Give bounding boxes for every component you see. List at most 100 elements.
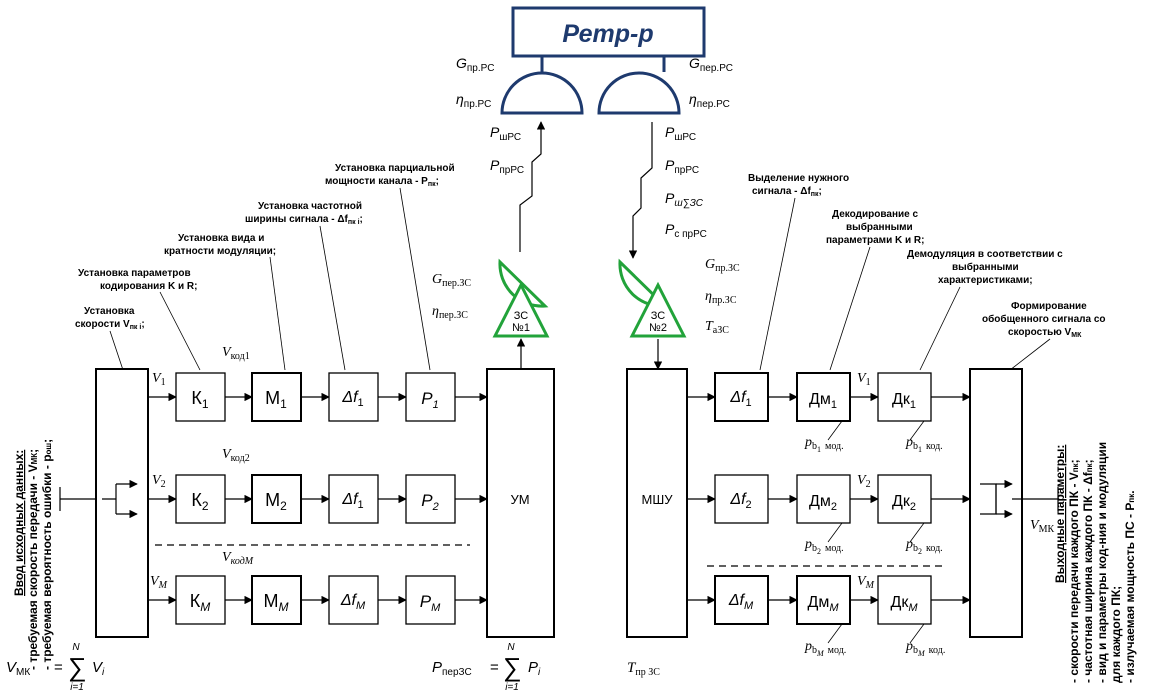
svg-text:- частотная ширина каждого ПК: - частотная ширина каждого ПК - Δfпк; bbox=[1081, 459, 1095, 683]
svg-text:Pi: Pi bbox=[528, 659, 541, 678]
svg-text:P1: P1 bbox=[421, 389, 438, 411]
svg-text:TаЗС: TаЗС bbox=[705, 319, 729, 336]
svg-text:Дм1: Дм1 bbox=[809, 391, 837, 411]
svg-text:VМК: VМК bbox=[6, 659, 30, 678]
svg-text:- требуемая скорость передачи: - требуемая скорость передачи - VМК; bbox=[26, 449, 40, 670]
output-line5: - излучаемая мощность ПС - P bbox=[1123, 503, 1137, 683]
ann-form-line1: Формирование bbox=[1011, 301, 1087, 312]
svg-text:- скорости передачи каждого ПК: - скорости передачи каждого ПК - Vпк; bbox=[1067, 459, 1081, 683]
svg-text:- требуемая вероятность ошибки: - требуемая вероятность ошибки - pош; bbox=[40, 439, 54, 670]
tx-v2: V bbox=[152, 473, 162, 488]
svg-text:N: N bbox=[72, 642, 80, 653]
svg-text:- излучаемая мощность ПС - Pпк: - излучаемая мощность ПС - Pпк. bbox=[1123, 490, 1137, 683]
power-amplifier-label: УМ bbox=[510, 492, 529, 507]
svg-text:Дк2: Дк2 bbox=[892, 493, 916, 513]
output-line2: - частотная ширина каждого ПК - Δf bbox=[1081, 471, 1095, 683]
vcod-2: V bbox=[222, 447, 232, 462]
tx-row-m: VM КM МM ΔfM PM VкодM bbox=[148, 550, 488, 625]
lna-label: МШУ bbox=[641, 492, 673, 507]
downlink-arrow bbox=[628, 122, 653, 259]
svg-text:PM: PM bbox=[420, 592, 441, 614]
rx-leader-lines bbox=[759, 197, 1051, 371]
demodulator-label-m: Дм bbox=[807, 594, 829, 611]
rx-vm: V bbox=[857, 574, 867, 589]
relay-box bbox=[511, 6, 706, 58]
ann-decode-line1: Декодирование с bbox=[832, 209, 918, 220]
svg-text:ДмM: ДмM bbox=[807, 594, 839, 614]
pb-cod-2: p bbox=[905, 537, 913, 552]
relay-labels: Gпр.РС ηпр.РС Gпер.РС ηпер.РС PшРС PпрРС… bbox=[456, 55, 733, 240]
svg-text:Vкод2: Vкод2 bbox=[222, 447, 250, 464]
coder-block-2 bbox=[175, 474, 226, 524]
ann-form-line2: обобщенного сигнала со bbox=[982, 313, 1106, 325]
modulator-label-1: М bbox=[265, 388, 280, 408]
station1-name: ЗС bbox=[514, 310, 529, 322]
relay: Ретр-р bbox=[500, 6, 706, 115]
ann-coding-line1: Установка параметров bbox=[78, 268, 191, 279]
svg-text:К2: К2 bbox=[191, 490, 209, 513]
ann-demod-line2: выбранными bbox=[952, 261, 1019, 273]
demodulator-block-m bbox=[796, 575, 851, 625]
coder-label-1: К bbox=[191, 388, 202, 408]
svg-text:ДкM: ДкM bbox=[890, 594, 918, 614]
input-line1: - требуемая скорость передачи - V bbox=[26, 464, 40, 670]
input-splitter bbox=[95, 368, 149, 638]
rx-v2: V bbox=[857, 473, 867, 488]
svg-text:P2: P2 bbox=[421, 491, 438, 513]
svg-text:VкодM: VкодM bbox=[222, 550, 254, 567]
demodulator-label-1: Дм bbox=[809, 391, 831, 408]
formula-vmk-sum: ∑ bbox=[68, 652, 87, 682]
ann-power-line1: Установка парциальной bbox=[335, 163, 455, 174]
station1-triangle bbox=[492, 281, 550, 338]
svg-text:VМК: VМК bbox=[1030, 518, 1054, 535]
ann-speed-line2: скорости V bbox=[75, 319, 130, 330]
p-noise-rs-left: P bbox=[490, 124, 500, 140]
svg-text:сигнала - Δfпк;: сигнала - Δfпк; bbox=[752, 186, 822, 198]
svg-text:скорости Vпк i;: скорости Vпк i; bbox=[75, 319, 145, 331]
svg-text:ширины сигнала - Δfпк i;: ширины сигнала - Δfпк i; bbox=[245, 214, 363, 226]
station2-name: ЗС bbox=[651, 310, 666, 322]
svg-text:PпрРС: PпрРС bbox=[665, 157, 699, 176]
p-noise-sum: P bbox=[665, 190, 675, 206]
tx-row-1: V1 К1 М1 Δf1 P1 Vкод1 bbox=[148, 345, 488, 422]
relay-rx-antenna bbox=[500, 71, 584, 115]
tx-annotations: Установка скорости Vпк i; Установка пара… bbox=[75, 163, 455, 331]
ann-decode-line3: параметрами K и R; bbox=[826, 235, 924, 246]
output-title: Выходные параметры: bbox=[1053, 445, 1067, 583]
output-line4: для каждого ПК; bbox=[1109, 586, 1123, 683]
svg-text:V1: V1 bbox=[857, 371, 871, 388]
svg-text:МM: МM bbox=[264, 591, 289, 614]
svg-text:М2: М2 bbox=[265, 490, 287, 513]
power-label-2: P bbox=[421, 491, 433, 510]
station1-gain: G bbox=[432, 272, 442, 287]
output-line3: - вид и параметры код-ния и модуляции bbox=[1095, 442, 1109, 683]
relay-tx-gain: G bbox=[689, 55, 700, 71]
vcod-1: V bbox=[222, 345, 232, 360]
ann-bandwidth-line2: ширины сигнала - Δf bbox=[245, 214, 349, 225]
station1-number: №1 bbox=[512, 322, 530, 334]
filter-block-2 bbox=[328, 474, 379, 524]
formula-pper: PперЗС = ∑ N i=1 Pi bbox=[432, 642, 541, 693]
power-block-m bbox=[405, 575, 456, 625]
svg-text:мощности канала - Pпк;: мощности канала - Pпк; bbox=[325, 176, 439, 188]
pb-mod-m: p bbox=[804, 639, 812, 654]
vmk-out: V bbox=[1030, 518, 1040, 533]
p-noise-rs-right: P bbox=[665, 124, 675, 140]
coder-block-1 bbox=[175, 372, 226, 422]
svg-text:V2: V2 bbox=[857, 473, 871, 490]
svg-text:Δf1: Δf1 bbox=[341, 389, 363, 409]
svg-text:i=1: i=1 bbox=[70, 682, 84, 692]
svg-text:ηпер.ЗС: ηпер.ЗС bbox=[432, 304, 468, 321]
station1-eta: η bbox=[432, 304, 439, 319]
power-label-1: P bbox=[421, 389, 433, 408]
svg-text:V1: V1 bbox=[152, 371, 166, 388]
svg-text:Δf1: Δf1 bbox=[729, 389, 751, 409]
pb-mod-1: p bbox=[804, 435, 812, 450]
svg-text:Gпр.РС: Gпр.РС bbox=[456, 55, 494, 74]
p-signal: P bbox=[665, 221, 675, 237]
